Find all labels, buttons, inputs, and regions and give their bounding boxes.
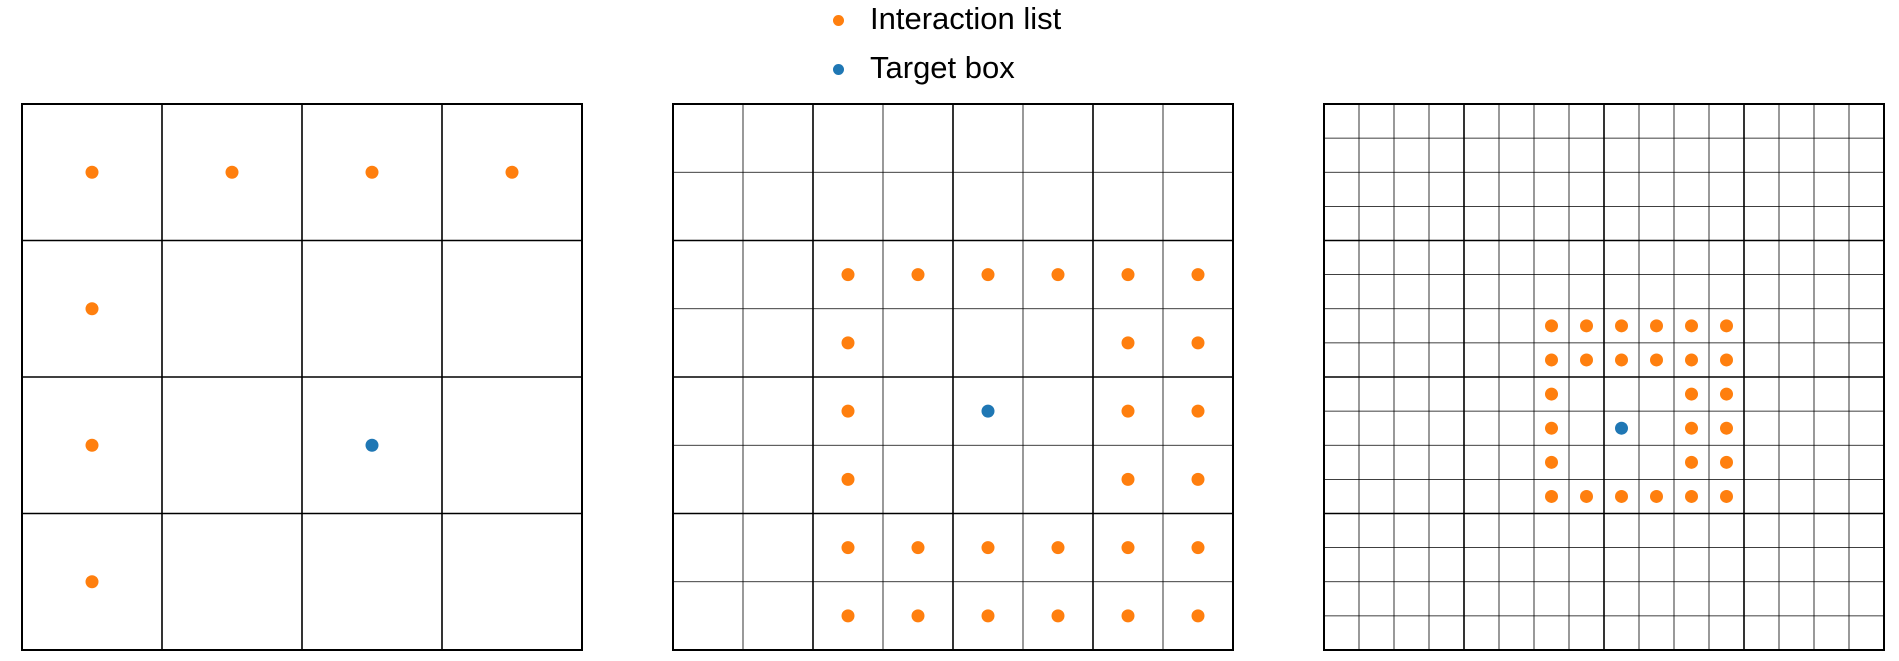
interaction-dot <box>85 575 99 589</box>
interaction-dot <box>1191 268 1205 282</box>
interaction-dot <box>1720 455 1733 469</box>
legend-label: Interaction list <box>870 1 1062 36</box>
interaction-dot <box>225 165 239 179</box>
interaction-dot <box>1580 353 1593 367</box>
interaction-dot <box>841 541 855 555</box>
interaction-dot <box>1720 387 1733 401</box>
interaction-dot <box>1685 353 1698 367</box>
orange-dot-icon <box>833 15 844 26</box>
grid-panel-8x8 <box>672 103 1234 651</box>
interaction-dot <box>1191 472 1205 486</box>
interaction-dot <box>911 268 925 282</box>
interaction-dot <box>1615 489 1628 503</box>
grid-border <box>1323 103 1885 651</box>
grid-panel-4x4 <box>21 103 583 651</box>
interaction-dot <box>1685 387 1698 401</box>
interaction-dot <box>841 609 855 623</box>
interaction-dot <box>1720 353 1733 367</box>
interaction-dot <box>841 336 855 350</box>
target-box-dot <box>981 404 995 418</box>
interaction-dot <box>1615 353 1628 367</box>
interaction-dot <box>1545 421 1558 435</box>
interaction-dot <box>1121 268 1135 282</box>
interaction-dot <box>1720 421 1733 435</box>
interaction-dot <box>981 609 995 623</box>
interaction-dot <box>1685 489 1698 503</box>
target-box-dot <box>1615 421 1628 435</box>
interaction-dot <box>1650 353 1663 367</box>
interaction-dot <box>1650 489 1663 503</box>
interaction-dot <box>1545 387 1558 401</box>
interaction-dot <box>911 541 925 555</box>
interaction-dot <box>981 268 995 282</box>
interaction-dot <box>1545 455 1558 469</box>
interaction-dot <box>1051 268 1065 282</box>
interaction-dot <box>1650 319 1663 333</box>
interaction-dot <box>981 541 995 555</box>
grid-panel-16x16 <box>1323 103 1885 651</box>
interaction-dot <box>85 438 99 452</box>
interaction-dot <box>841 404 855 418</box>
interaction-dot <box>1545 319 1558 333</box>
interaction-dot <box>1051 541 1065 555</box>
interaction-dot <box>505 165 519 179</box>
grid-border <box>672 103 1234 651</box>
interaction-dot <box>841 472 855 486</box>
legend-item-interaction-list: Interaction list <box>820 0 1140 50</box>
interaction-dot <box>1545 353 1558 367</box>
interaction-dot <box>1580 489 1593 503</box>
interaction-dot <box>1720 319 1733 333</box>
interaction-dot <box>841 268 855 282</box>
interaction-dot <box>1121 472 1135 486</box>
interaction-dot <box>1191 404 1205 418</box>
interaction-dot <box>1545 489 1558 503</box>
interaction-dot <box>1121 541 1135 555</box>
interaction-dot <box>1685 421 1698 435</box>
interaction-dot <box>1051 609 1065 623</box>
interaction-dot <box>85 165 99 179</box>
interaction-dot <box>1580 319 1593 333</box>
interaction-dot <box>1720 489 1733 503</box>
interaction-dot <box>1685 455 1698 469</box>
interaction-dot <box>1121 609 1135 623</box>
interaction-dot <box>1685 319 1698 333</box>
blue-dot-icon <box>833 64 844 75</box>
grid-border <box>21 103 583 651</box>
interaction-dot <box>911 609 925 623</box>
interaction-dot <box>1191 609 1205 623</box>
legend-item-target-box: Target box <box>820 50 1140 100</box>
interaction-dot <box>85 302 99 316</box>
interaction-dot <box>1121 336 1135 350</box>
interaction-dot <box>1121 404 1135 418</box>
interaction-dot <box>1615 319 1628 333</box>
legend-label: Target box <box>870 50 1015 85</box>
interaction-dot <box>1191 336 1205 350</box>
interaction-dot <box>365 165 379 179</box>
legend: Interaction list Target box <box>820 0 1140 100</box>
interaction-dot <box>1191 541 1205 555</box>
target-box-dot <box>365 438 379 452</box>
